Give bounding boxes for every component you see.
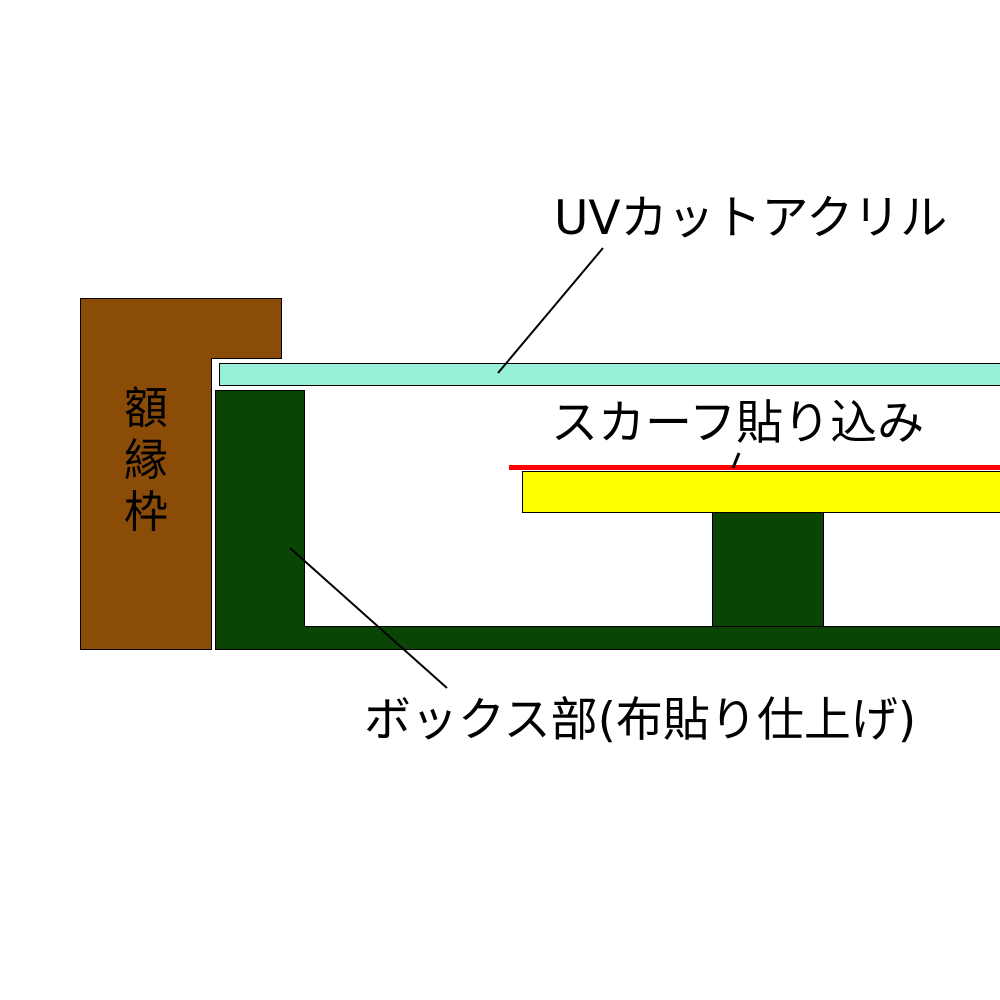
mount-board bbox=[522, 471, 1000, 513]
box-leader-line bbox=[289, 547, 448, 689]
acrylic-leader-line bbox=[497, 247, 604, 374]
frame-label: 額縁枠 bbox=[124, 383, 168, 538]
box-label: ボックス部(布貼り仕上げ) bbox=[364, 693, 917, 748]
box-body bbox=[215, 390, 1000, 650]
acrylic-label: UVカットアクリル bbox=[554, 191, 948, 246]
scarf-line bbox=[509, 465, 1000, 470]
scarf-leader-line bbox=[731, 452, 741, 469]
support-block bbox=[712, 512, 824, 627]
frame-shape bbox=[80, 298, 282, 650]
scarf-label: スカーフ貼り込み bbox=[551, 396, 925, 451]
acrylic-panel bbox=[219, 363, 1000, 386]
